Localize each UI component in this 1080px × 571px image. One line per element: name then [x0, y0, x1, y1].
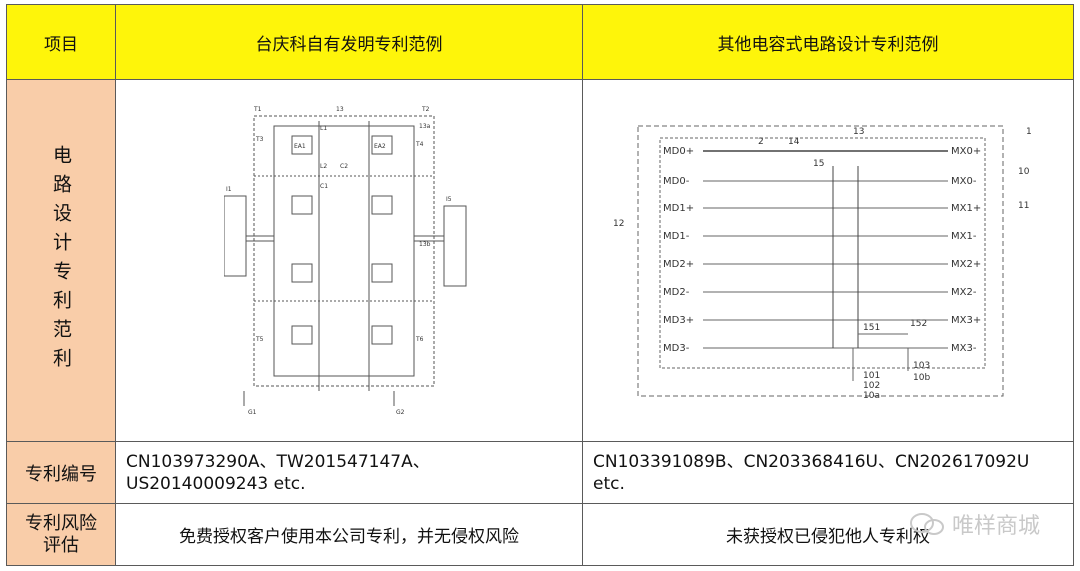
tdk-schematic: T1 T2 T3 T4 T5 T6 L1 L2 C1 C2 EA1 EA2 I1…	[224, 106, 467, 416]
fig-md2p: MD2+	[663, 259, 694, 270]
fig-label-c2: C2	[340, 163, 348, 170]
other-patent-line2: etc.	[593, 473, 625, 494]
header-tdk-patent: 台庆科自有发明专利范例	[116, 5, 583, 80]
fig-ref-12: 12	[613, 219, 624, 229]
fig-label-t2: T2	[421, 106, 430, 113]
fig-ref-151: 151	[863, 323, 880, 333]
fig-md2m: MD2-	[663, 287, 690, 298]
fig-ref-14: 14	[788, 137, 800, 147]
fig-label-t6: T6	[415, 336, 424, 343]
fig-label-i5: I5	[446, 196, 452, 203]
header-item: 项目	[7, 5, 116, 80]
fig-mx3m: MX3-	[951, 343, 977, 354]
fig-label-t3: T3	[255, 136, 264, 143]
fig-ref-103: 103	[913, 361, 930, 371]
other-risk: 未获授权已侵犯他人专利权	[583, 504, 1074, 566]
fig-ref-102: 102	[863, 381, 880, 391]
fig-label-13: 13	[336, 106, 344, 113]
fig-label-t5: T5	[255, 336, 264, 343]
fig-ref-2: 2	[758, 137, 764, 147]
other-patent-numbers: CN103391089B、CN203368416U、CN202617092U e…	[583, 442, 1074, 504]
fig-label-ea2: EA2	[374, 143, 386, 150]
fig-ref-11: 11	[1018, 201, 1029, 211]
other-circuit-figure: MD0+ MD0- MD1+ MD1- MD2+ MD2- MD3+ MD3- …	[583, 80, 1074, 442]
watermark: 唯样商城	[909, 508, 1040, 540]
tdk-risk: 免费授权客户使用本公司专利，并无侵权风险	[116, 504, 583, 566]
fig-label-c1: C1	[320, 183, 328, 190]
watermark-text: 唯样商城	[951, 514, 1040, 539]
fig-md1p: MD1+	[663, 203, 694, 214]
fig-ref-10: 10	[1018, 167, 1030, 177]
fig-mx0m: MX0-	[951, 176, 977, 187]
fig-ref-10a: 10a	[863, 391, 880, 401]
fig-ref-101: 101	[863, 371, 880, 381]
fig-md3m: MD3-	[663, 343, 690, 354]
row-label-risk: 专利风险 评估	[7, 504, 116, 566]
fig-ref-10b: 10b	[913, 373, 930, 383]
fig-label-l1: L1	[320, 125, 327, 132]
fig-label-ea1: EA1	[294, 143, 306, 150]
fig-ref-1: 1	[1026, 127, 1032, 137]
fig-md3p: MD3+	[663, 315, 694, 326]
fig-label-i1: I1	[226, 186, 232, 193]
fig-md0p: MD0+	[663, 146, 694, 157]
fig-label-l2: L2	[320, 163, 327, 170]
tdk-patent-line2: US20140009243 etc.	[126, 473, 306, 494]
fig-ref-152: 152	[910, 319, 927, 329]
fig-label-t4: T4	[415, 141, 424, 148]
fig-mx1m: MX1-	[951, 231, 977, 242]
tdk-circuit-figure: T1 T2 T3 T4 T5 T6 L1 L2 C1 C2 EA1 EA2 I1…	[116, 80, 583, 442]
other-schematic: MD0+ MD0- MD1+ MD1- MD2+ MD2- MD3+ MD3- …	[613, 125, 1032, 401]
fig-md0m: MD0-	[663, 176, 690, 187]
fig-ref-13: 13	[853, 127, 864, 137]
fig-label-13b: 13b	[419, 241, 431, 248]
wechat-icon	[909, 513, 944, 535]
fig-label-g2: G2	[396, 409, 405, 416]
row-label-circuit: 电路设计专利范利	[7, 80, 116, 442]
fig-mx1p: MX1+	[951, 203, 981, 214]
comparison-table: 项目 台庆科自有发明专利范例 其他电容式电路设计专利范例 电路设计专利范利	[6, 4, 1074, 566]
fig-mx2m: MX2-	[951, 287, 977, 298]
header-other-patent: 其他电容式电路设计专利范例	[583, 5, 1074, 80]
fig-label-t1: T1	[253, 106, 262, 113]
fig-label-g1: G1	[248, 409, 257, 416]
fig-mx3p: MX3+	[951, 315, 981, 326]
row-label-patent-no: 专利编号	[7, 442, 116, 504]
fig-ref-15: 15	[813, 159, 824, 169]
other-patent-line1: CN103391089B、CN203368416U、CN202617092U	[593, 451, 1030, 472]
tdk-patent-line1: CN103973290A、TW201547147A、	[126, 451, 430, 472]
fig-mx2p: MX2+	[951, 259, 981, 270]
fig-md1m: MD1-	[663, 231, 690, 242]
tdk-patent-numbers: CN103973290A、TW201547147A、 US20140009243…	[116, 442, 583, 504]
fig-mx0p: MX0+	[951, 146, 981, 157]
fig-label-13a: 13a	[419, 123, 431, 130]
